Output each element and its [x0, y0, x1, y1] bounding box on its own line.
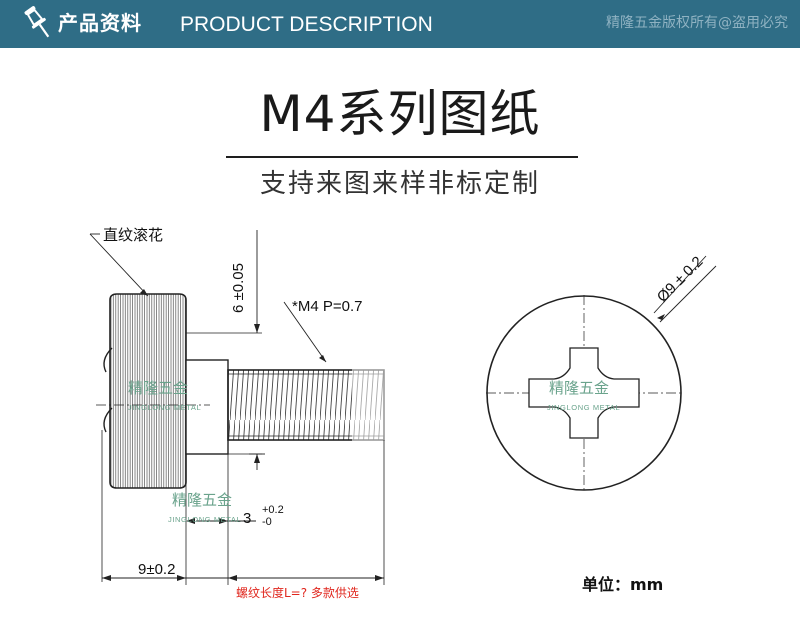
knurl-callout: 直纹滚花: [89, 226, 163, 297]
title-divider: [226, 156, 578, 158]
watermark-cn: 精隆五金: [549, 379, 609, 397]
thread-spec-label: *M4 P=0.7: [292, 298, 362, 315]
watermark-en: JINGLONG METAL: [547, 403, 620, 412]
page-subtitle: 支持来图来样非标定制: [259, 169, 540, 199]
shoulder-tolerance-upper: +0.2: [262, 504, 284, 516]
thread-callout: *M4 P=0.7: [283, 298, 362, 363]
header-title-en: PRODUCT DESCRIPTION: [180, 13, 433, 36]
thread-length-note: 螺纹长度L=? 多款供选: [236, 585, 359, 600]
watermark-cn: 精隆五金: [172, 491, 232, 509]
head-slot-arc: [103, 347, 113, 373]
screw-side-view: [96, 293, 392, 489]
top-diameter-label: Ø9 ± 0.2: [654, 253, 707, 306]
dimension-head-height: 6 ±0.05: [186, 230, 265, 470]
watermark-cn: 精隆五金: [128, 379, 188, 397]
copyright-notice: 精隆五金版权所有@盗用必究: [606, 15, 788, 31]
watermark-en: JINGLONG METAL: [128, 403, 201, 412]
head-height-label: 6 ±0.05: [230, 263, 247, 313]
screw-shoulder: [185, 359, 229, 455]
screw-top-view: [486, 295, 683, 492]
unit-label: 单位：mm: [582, 575, 663, 594]
dimension-head-diameter: 9±0.2: [101, 430, 228, 582]
head-diameter-label: 9±0.2: [138, 561, 175, 578]
page-title: M4系列图纸: [259, 85, 541, 143]
shoulder-tolerance-lower: -0: [262, 516, 272, 528]
dimension-thread-length: 螺纹长度L=? 多款供选: [228, 440, 385, 600]
watermark-en: JINGLONG METAL: [168, 515, 241, 524]
knurl-label: 直纹滚花: [103, 226, 163, 244]
header-title-cn: 产品资料: [58, 11, 142, 35]
shoulder-length-label: 3: [243, 510, 251, 527]
header-bar: 产品资料 PRODUCT DESCRIPTION 精隆五金版权所有@盗用必究: [0, 0, 800, 48]
cross-recess-outline: [528, 347, 640, 439]
pushpin-icon: [24, 6, 50, 38]
head-slot-arc: [103, 407, 113, 433]
dimension-top-diameter: Ø9 ± 0.2: [653, 253, 717, 323]
dimension-shoulder: 3 +0.2 -0: [185, 440, 284, 585]
